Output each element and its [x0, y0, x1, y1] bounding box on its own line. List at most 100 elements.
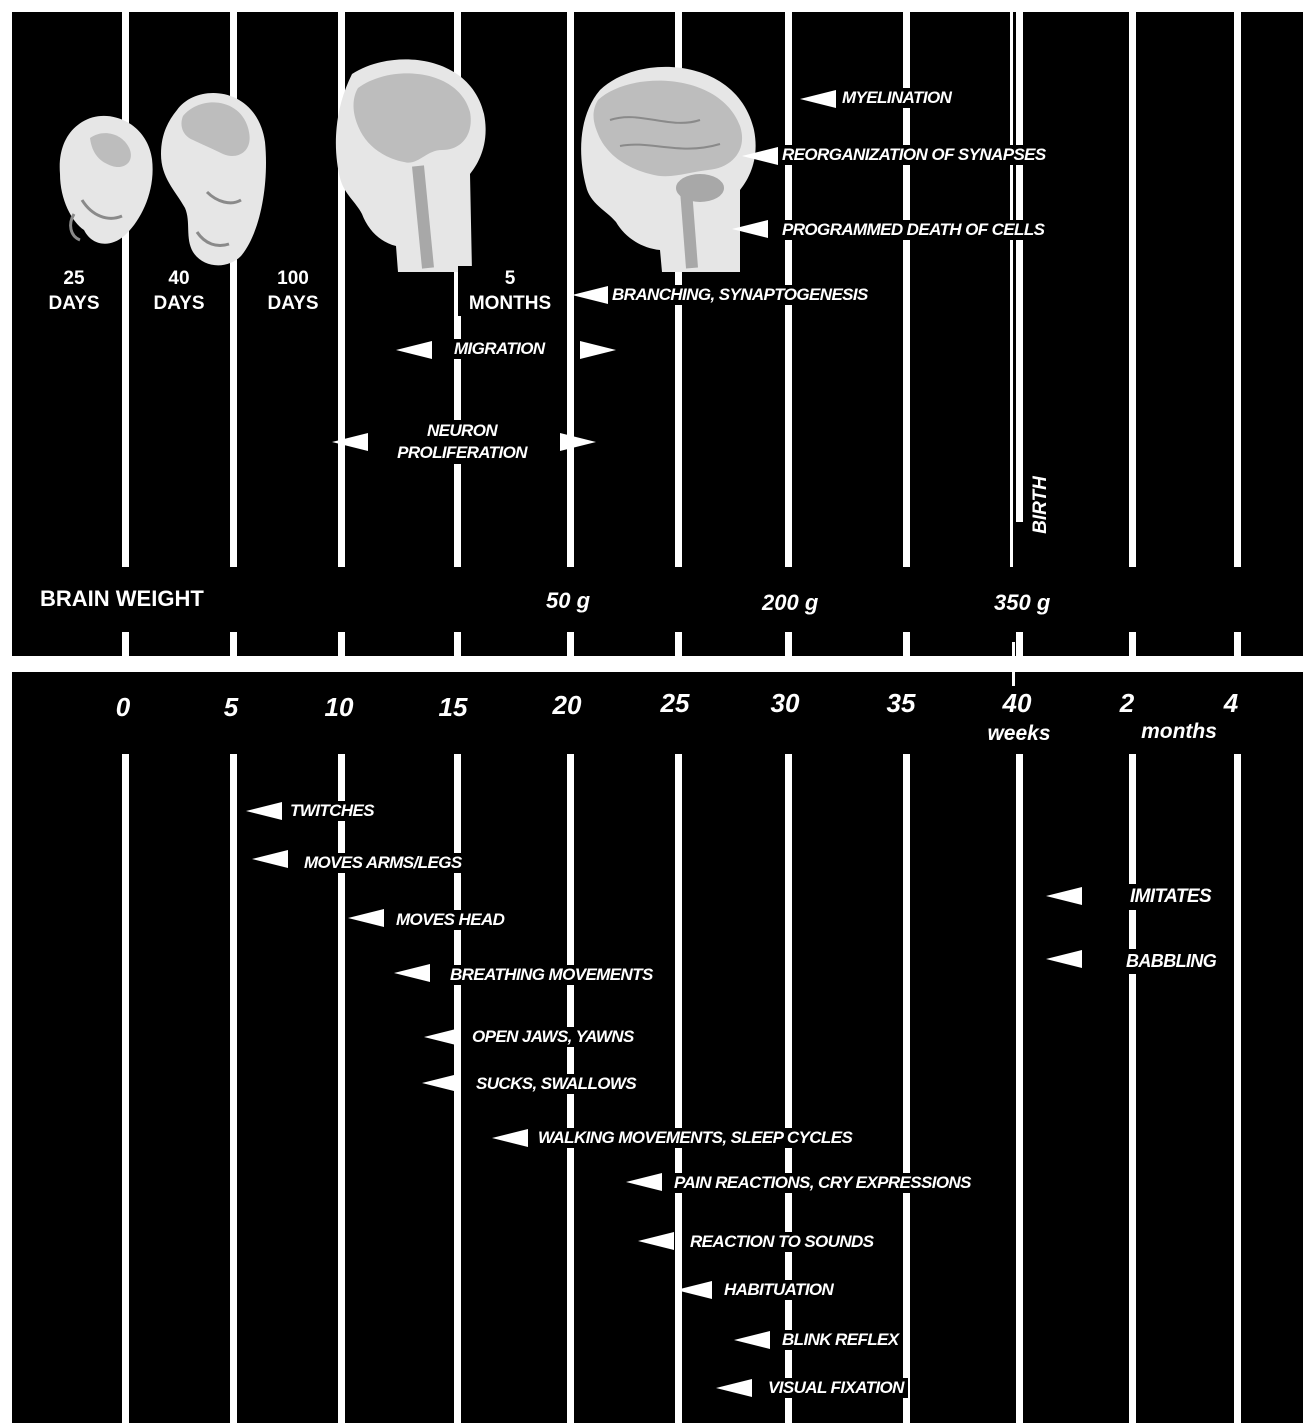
behavior-habituation: HABITUATION — [720, 1280, 837, 1300]
triangle-arrow-icon — [246, 802, 282, 820]
embryo-25-days-icon — [52, 104, 160, 254]
triangle-arrow-icon — [492, 1129, 528, 1147]
event-neuron-proliferation-line2: PROLIFERATION — [382, 442, 542, 464]
months-unit-label: months — [1124, 720, 1234, 744]
triangle-arrow-icon — [638, 1232, 674, 1250]
tick-label-0: 0 — [78, 692, 168, 723]
behavior-imitates: IMITATES — [1124, 884, 1217, 910]
gridline-top-2-months — [1129, 12, 1136, 567]
tick-label-15: 15 — [408, 692, 498, 723]
gridline-stub-4-months — [1234, 632, 1241, 656]
timeline-diagram: 25 DAYS 40 DAYS 100 DAYS 5 MONTHS MYELIN… — [12, 12, 1303, 1423]
triangle-arrow-icon — [252, 850, 288, 868]
behavior-babbling: BABBLING — [1120, 949, 1222, 974]
gridline-top-0 — [122, 12, 129, 567]
tick-label-2: 2 — [1082, 688, 1172, 719]
brain-weight-50g: 50 g — [542, 586, 594, 616]
gridline-bottom-0 — [122, 754, 129, 1423]
behavior-moves-arms-legs: MOVES ARMS/LEGS — [300, 853, 466, 873]
milestone-unit: DAYS — [143, 291, 215, 316]
behavior-walking-movements-sleep-cycles: WALKING MOVEMENTS, SLEEP CYCLES — [534, 1128, 856, 1148]
gridline-bottom-40 — [1016, 754, 1023, 1423]
triangle-arrow-icon — [424, 1028, 460, 1046]
brain-weight-label: BRAIN WEIGHT — [38, 584, 206, 614]
birth-label-wrap: BIRTH — [1020, 474, 1060, 534]
fetal-head-5-months-icon — [570, 60, 760, 274]
tick-label-10: 10 — [294, 692, 384, 723]
brain-weight-350g: 350 g — [990, 588, 1054, 618]
gridline-stub-0 — [122, 632, 129, 656]
triangle-arrow-icon — [1046, 887, 1082, 905]
behavior-moves-head: MOVES HEAD — [392, 910, 508, 930]
behavior-pain-reactions: PAIN REACTIONS, CRY EXPRESSIONS — [670, 1173, 975, 1193]
tick-label-30: 30 — [740, 688, 830, 719]
milestone-25-days: 25 DAYS — [37, 266, 111, 316]
behavior-breathing-movements: BREATHING MOVEMENTS — [446, 965, 657, 985]
event-programmed-death-of-cells: PROGRAMMED DEATH OF CELLS — [778, 220, 1048, 240]
triangle-arrow-icon — [626, 1173, 662, 1191]
fetal-head-100-days-icon — [332, 54, 488, 274]
milestone-number: 100 — [256, 266, 330, 291]
tick-label-20: 20 — [522, 690, 612, 721]
gridline-top-4-months — [1234, 12, 1241, 567]
tick-label-5: 5 — [186, 692, 276, 723]
event-neuron-proliferation: NEURON PROLIFERATION — [378, 420, 546, 464]
gridline-bottom-25 — [675, 754, 682, 1423]
event-migration: MIGRATION — [450, 339, 549, 359]
event-branching-synaptogenesis: BRANCHING, SYNAPTOGENESIS — [608, 285, 872, 305]
gridline-stub-40 — [1016, 632, 1023, 656]
gridline-bottom-35 — [903, 754, 910, 1423]
timeline-divider — [12, 656, 1303, 672]
gridline-stub-5 — [230, 632, 237, 656]
milestone-5-months: 5 MONTHS — [458, 266, 562, 316]
tick-label-40: 40 — [972, 688, 1062, 719]
triangle-arrow-icon — [394, 964, 430, 982]
behavior-twitches: TWITCHES — [286, 801, 378, 821]
tick-label-35: 35 — [856, 688, 946, 719]
triangle-arrow-icon — [560, 433, 596, 451]
behavior-sucks-swallows: SUCKS, SWALLOWS — [472, 1074, 640, 1094]
gridline-bottom-2-months — [1129, 754, 1136, 1423]
birth-gridline-accent — [1010, 12, 1013, 567]
gridline-bottom-5 — [230, 754, 237, 1423]
brain-weight-200g: 200 g — [758, 588, 822, 618]
triangle-arrow-icon — [348, 909, 384, 927]
tick-label-25: 25 — [630, 688, 720, 719]
triangle-arrow-icon — [800, 90, 836, 108]
gridline-bottom-4-months — [1234, 754, 1241, 1423]
behavior-blink-reflex: BLINK REFLEX — [778, 1330, 903, 1350]
milestone-number: 40 — [143, 266, 215, 291]
gridline-bottom-30 — [785, 754, 792, 1423]
milestone-unit: DAYS — [256, 291, 330, 316]
gridline-stub-30 — [785, 632, 792, 656]
triangle-arrow-icon — [676, 1281, 712, 1299]
milestone-unit: MONTHS — [460, 291, 560, 316]
gridline-stub-10 — [338, 632, 345, 656]
behavior-open-jaws-yawns: OPEN JAWS, YAWNS — [468, 1027, 638, 1047]
event-reorganization-of-synapses: REORGANIZATION OF SYNAPSES — [778, 145, 1050, 165]
milestone-40-days: 40 DAYS — [141, 266, 217, 316]
birth-label: BIRTH — [1030, 474, 1052, 536]
triangle-arrow-icon — [742, 147, 778, 165]
triangle-arrow-icon — [716, 1379, 752, 1397]
triangle-arrow-icon — [1046, 950, 1082, 968]
milestone-number: 5 — [460, 266, 560, 291]
triangle-arrow-icon — [732, 220, 768, 238]
gridline-stub-15 — [454, 632, 461, 656]
milestone-number: 25 — [39, 266, 109, 291]
triangle-arrow-icon — [396, 341, 432, 359]
gridline-stub-2-months — [1129, 632, 1136, 656]
gridline-stub-25 — [675, 632, 682, 656]
triangle-arrow-icon — [734, 1331, 770, 1349]
behavior-visual-fixation: VISUAL FIXATION — [764, 1378, 908, 1398]
event-myelination: MYELINATION — [838, 88, 955, 108]
event-neuron-proliferation-line1: NEURON — [382, 420, 542, 442]
triangle-arrow-icon — [422, 1074, 458, 1092]
tick-label-4: 4 — [1186, 688, 1276, 719]
weeks-unit-label: weeks — [974, 722, 1064, 746]
birth-marker — [1012, 642, 1015, 686]
triangle-arrow-icon — [332, 433, 368, 451]
gridline-top-40 — [1016, 12, 1023, 522]
behavior-reaction-to-sounds: REACTION TO SOUNDS — [686, 1232, 877, 1252]
gridline-stub-20 — [567, 632, 574, 656]
